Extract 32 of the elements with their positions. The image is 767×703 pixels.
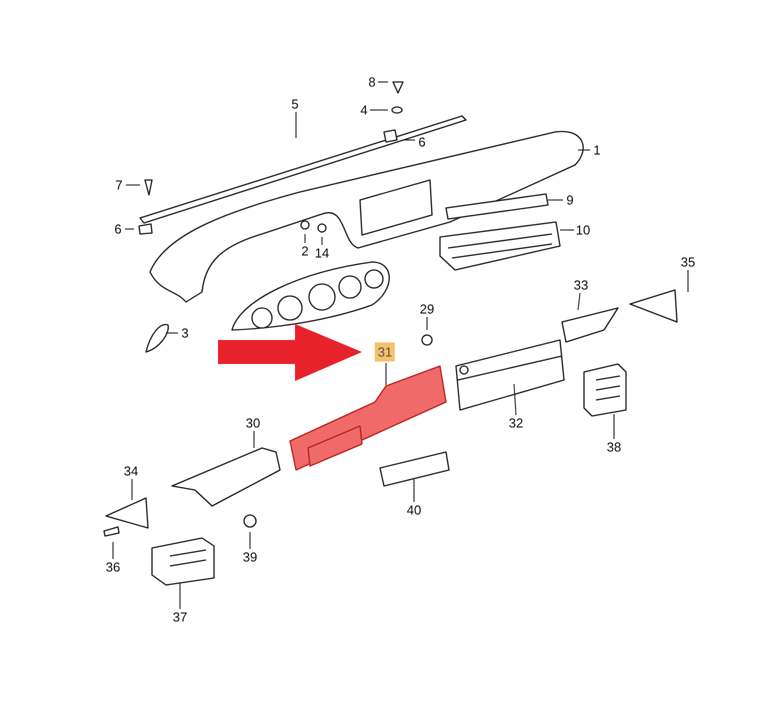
- callout-number: 29: [418, 302, 436, 316]
- callout-number: 6: [417, 134, 427, 150]
- leader-line: [578, 292, 580, 310]
- callout-number: 14: [314, 246, 330, 260]
- leader-line: [124, 228, 134, 230]
- callout-number: 6: [113, 222, 123, 236]
- leader-line: [304, 234, 306, 244]
- callout-number: 39: [242, 550, 258, 564]
- callout-number: 8: [367, 74, 377, 90]
- callout-number: 36: [104, 560, 122, 574]
- leader-line: [126, 184, 140, 186]
- leader-line: [112, 542, 114, 560]
- leader-line: [426, 316, 428, 330]
- callout-number: 1: [592, 142, 602, 158]
- callout-number: 3: [180, 326, 190, 340]
- callout-number: 30: [244, 416, 262, 430]
- callout-number: 32: [508, 416, 524, 430]
- callout-number: 5: [290, 96, 300, 112]
- leader-line: [514, 384, 516, 416]
- callout-number: 40: [406, 502, 422, 518]
- callout-number: 37: [172, 610, 188, 624]
- callout-number: 4: [359, 102, 369, 118]
- callout-number: 35: [680, 254, 696, 270]
- callout-number: 9: [565, 192, 575, 208]
- callout-number: 38: [606, 440, 622, 454]
- callout-number: 33: [572, 278, 590, 292]
- callout-number: 2: [300, 244, 310, 258]
- callout-number: 7: [114, 178, 124, 192]
- callout-number: 34: [122, 464, 140, 478]
- callout-number: 10: [574, 222, 592, 238]
- highlighted-callout-number: 31: [374, 342, 396, 362]
- leader-line: [166, 332, 178, 334]
